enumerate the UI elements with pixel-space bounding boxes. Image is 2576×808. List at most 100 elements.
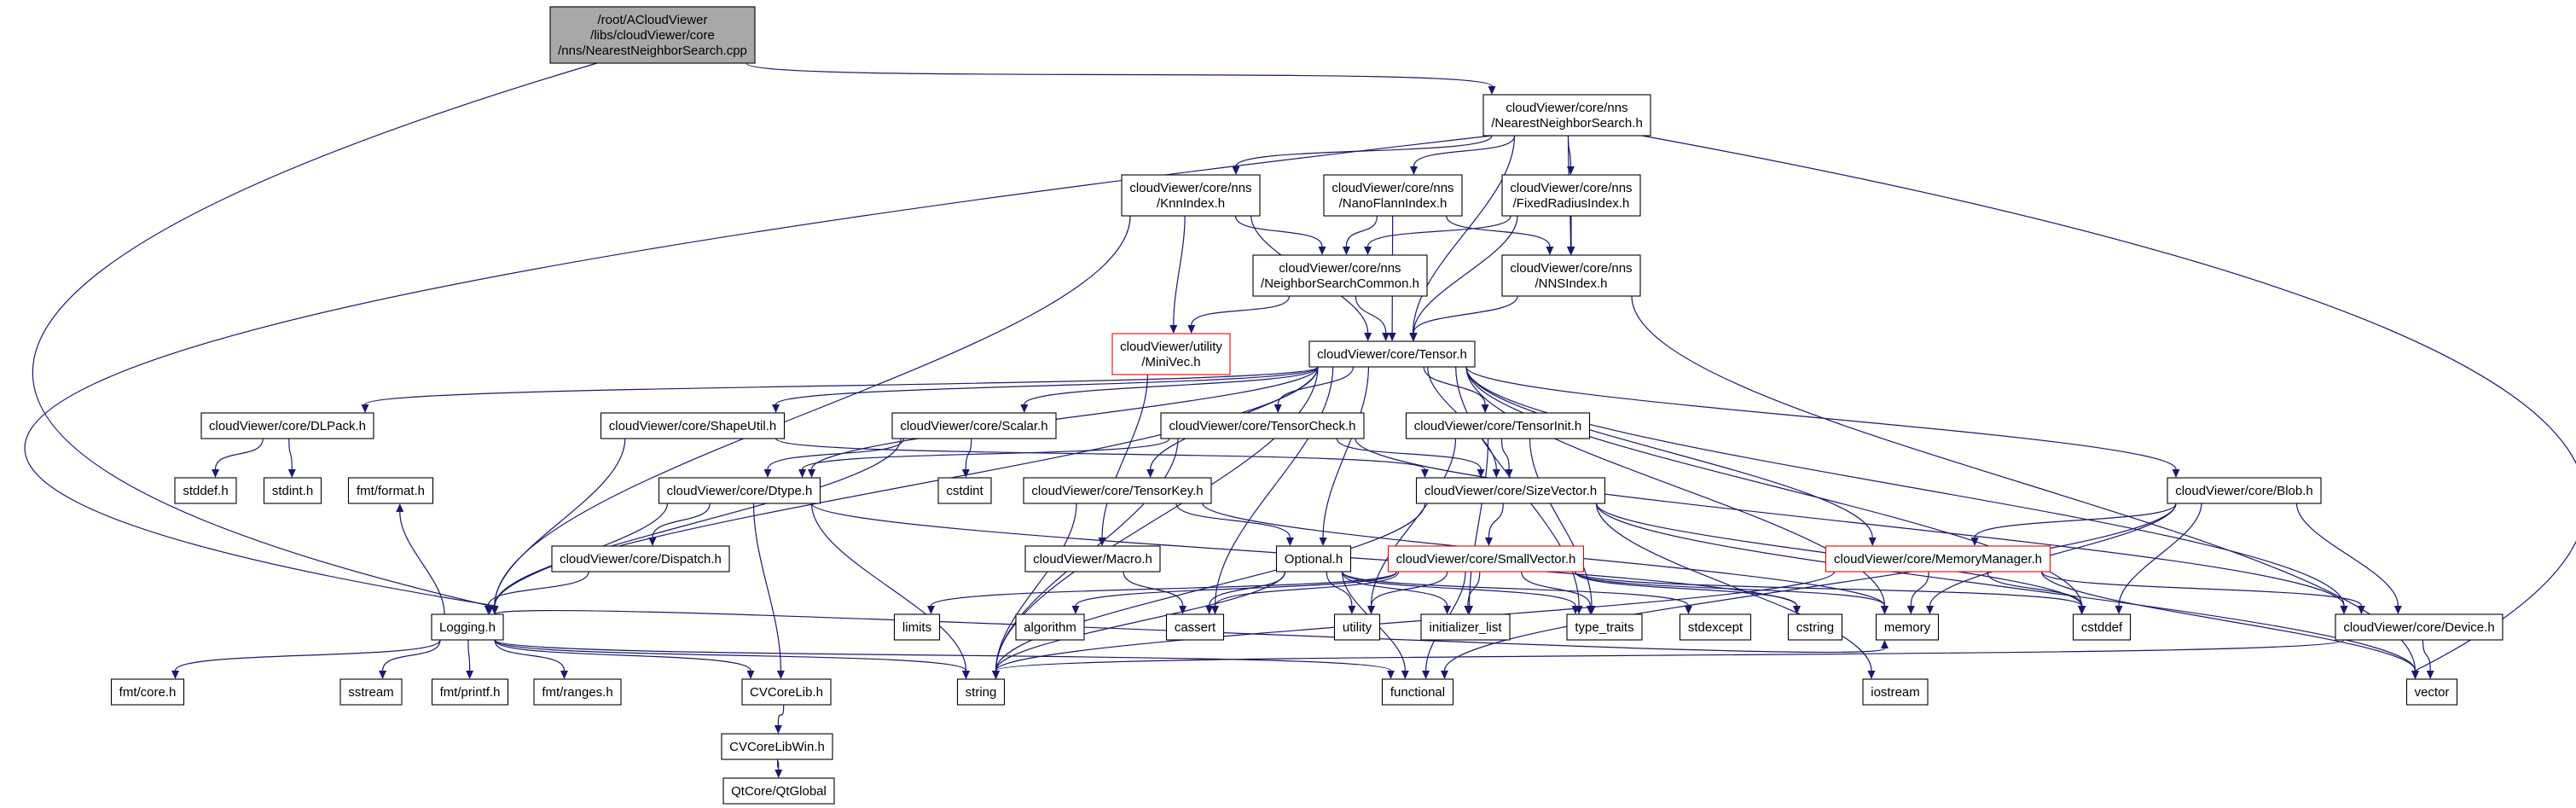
graph-node-stdexcept[interactable]: stdexcept <box>1679 613 1752 641</box>
node-box-nsc <box>1252 254 1428 297</box>
include-edge-nano--nsc <box>1345 215 1378 247</box>
include-edge-fixed--nsc <box>1366 215 1511 247</box>
graph-node-typetraits[interactable]: type_traits <box>1566 613 1643 641</box>
graph-node-fixed[interactable]: cloudViewer/core/nns/FixedRadiusIndex.h <box>1501 174 1641 217</box>
node-label-limits: limits <box>902 620 931 635</box>
node-label-smallvector: cloudViewer/core/SmallVector.h <box>1396 552 1576 567</box>
node-box-root <box>549 6 756 64</box>
edge-arrowhead <box>798 469 807 478</box>
graph-node-blob[interactable]: cloudViewer/core/Blob.h <box>2167 477 2322 504</box>
node-box-algorithm <box>1015 613 1085 641</box>
graph-node-vector[interactable]: vector <box>2405 678 2458 706</box>
include-edge-tensor--tensorinit <box>1423 366 1486 405</box>
include-edge-dlpack--stddef <box>214 438 264 470</box>
node-box-device <box>2335 613 2503 641</box>
graph-node-tensorkey[interactable]: cloudViewer/core/TensorKey.h <box>1023 477 1212 504</box>
edge-arrowhead <box>1020 404 1029 413</box>
graph-node-limits[interactable]: limits <box>893 613 941 641</box>
graph-node-fmtprintf[interactable]: fmt/printf.h <box>431 678 509 706</box>
node-box-tensorcheck <box>1160 412 1365 439</box>
include-edge-device--string <box>995 639 2345 671</box>
edge-arrowhead <box>1422 671 1430 679</box>
graph-node-cstddef[interactable]: cstddef <box>2072 613 2132 641</box>
graph-node-qtglobal[interactable]: QtCore/QtGlobal <box>722 777 835 805</box>
include-edge-tensor--scalar <box>1024 366 1319 405</box>
graph-node-tensorcheck[interactable]: cloudViewer/core/TensorCheck.h <box>1160 412 1365 439</box>
edge-arrowhead <box>1441 671 1448 679</box>
graph-node-dtype[interactable]: cloudViewer/core/Dtype.h <box>658 477 821 504</box>
graph-node-knn[interactable]: cloudViewer/core/nns/KnnIndex.h <box>1121 174 1261 217</box>
graph-node-initlist[interactable]: initializer_list <box>1420 613 1511 641</box>
graph-node-string[interactable]: string <box>956 678 1006 706</box>
graph-node-fmtcore[interactable]: fmt/core.h <box>110 678 185 706</box>
node-label-qtglobal: QtCore/QtGlobal <box>731 784 827 799</box>
graph-node-tensor[interactable]: cloudViewer/core/Tensor.h <box>1308 340 1476 368</box>
graph-node-memory[interactable]: memory <box>1875 613 1940 641</box>
include-edge-device--vector <box>2422 639 2431 671</box>
node-box-cstddef <box>2072 613 2132 641</box>
graph-node-cstring[interactable]: cstring <box>1787 613 1843 641</box>
graph-node-cvcorelibwin[interactable]: CVCoreLibWin.h <box>721 733 833 760</box>
graph-node-fmtformat[interactable]: fmt/format.h <box>347 477 434 504</box>
include-edge-memmgr--device <box>2040 571 2362 607</box>
node-box-fmtranges <box>533 678 622 706</box>
graph-node-cassert[interactable]: cassert <box>1165 613 1225 641</box>
node-box-tensorinit <box>1405 412 1591 439</box>
edge-arrowhead <box>1566 166 1575 175</box>
graph-node-sstream[interactable]: sstream <box>339 678 403 706</box>
graph-node-nnsidx[interactable]: cloudViewer/core/nns/NNSIndex.h <box>1501 254 1641 297</box>
graph-node-minivec[interactable]: cloudViewer/utility/MiniVec.h <box>1111 333 1231 375</box>
edge-arrowhead <box>1906 606 1915 614</box>
graph-node-iostream[interactable]: iostream <box>1862 678 1929 706</box>
node-label-tensorcheck: cloudViewer/core/TensorCheck.h <box>1169 419 1355 433</box>
edge-arrowhead <box>1505 469 1513 478</box>
node-label-blob: cloudViewer/core/Blob.h <box>2175 484 2312 498</box>
include-edge-shapeutil--sizevector <box>775 438 1426 470</box>
graph-node-tensorinit[interactable]: cloudViewer/core/TensorInit.h <box>1405 412 1591 439</box>
include-edge-smallvector--cassert <box>1214 571 1400 607</box>
graph-node-shapeutil[interactable]: cloudViewer/core/ShapeUtil.h <box>600 412 786 439</box>
include-edge-memmgr--memory <box>1910 571 1929 607</box>
include-edge-tensorinit--typetraits <box>1529 438 1593 607</box>
graph-node-dispatch[interactable]: cloudViewer/core/Dispatch.h <box>551 545 730 573</box>
edge-arrowhead <box>1382 333 1390 341</box>
graph-node-logging[interactable]: Logging.h <box>431 613 504 641</box>
include-edge-smallvector--memory <box>1574 571 1886 607</box>
graph-node-dlpack[interactable]: cloudViewer/core/DLPack.h <box>200 412 374 439</box>
graph-node-nsc[interactable]: cloudViewer/core/nns/NeighborSearchCommo… <box>1252 254 1428 297</box>
graph-node-cvcorelib[interactable]: CVCoreLib.h <box>741 678 832 706</box>
include-edge-logging--cvcorelib <box>494 639 751 671</box>
graph-node-stddef[interactable]: stddef.h <box>174 477 237 504</box>
graph-node-utility[interactable]: utility <box>1333 613 1381 641</box>
include-edge-sizevector--smallvector <box>1488 503 1504 538</box>
graph-node-sizevector[interactable]: cloudViewer/core/SizeVector.h <box>1415 477 1606 504</box>
include-edge-logging--fmtprintf <box>467 639 471 671</box>
graph-node-functional[interactable]: functional <box>1381 678 1454 706</box>
node-box-fmtcore <box>110 678 185 706</box>
include-edge-nnsidx--vector <box>1631 295 2416 671</box>
graph-node-memmgr[interactable]: cloudViewer/core/MemoryManager.h <box>1825 545 2051 573</box>
graph-node-device[interactable]: cloudViewer/core/Device.h <box>2335 613 2503 641</box>
node-label-stdint: stdint.h <box>272 484 313 498</box>
graph-node-optional[interactable]: Optional.h <box>1275 545 1352 573</box>
graph-node-nns_h[interactable]: cloudViewer/core/nns/NearestNeighborSear… <box>1482 94 1651 137</box>
graph-node-nano[interactable]: cloudViewer/core/nns/NanoFlannIndex.h <box>1323 174 1463 217</box>
graph-node-stdint[interactable]: stdint.h <box>263 477 322 504</box>
graph-node-fmtranges[interactable]: fmt/ranges.h <box>533 678 622 706</box>
graph-node-algorithm[interactable]: algorithm <box>1015 613 1085 641</box>
include-edge-tensorcheck--sizevector <box>1336 438 1482 470</box>
graph-node-macro[interactable]: cloudViewer/Macro.h <box>1024 545 1161 573</box>
node-label-nano: cloudViewer/core/nns/NanoFlannIndex.h <box>1332 181 1453 211</box>
include-edge-optional--stdexcept <box>1341 571 1690 607</box>
include-edge-optional--utility <box>1326 571 1353 607</box>
graph-node-smallvector[interactable]: cloudViewer/core/SmallVector.h <box>1387 545 1585 573</box>
graph-node-scalar[interactable]: cloudViewer/core/Scalar.h <box>891 412 1057 439</box>
edge-arrowhead <box>2115 606 2123 614</box>
include-edge-tensor--string <box>995 366 1319 671</box>
graph-node-cstdint[interactable]: cstdint <box>937 477 992 504</box>
edge-arrowhead <box>2172 469 2180 478</box>
node-label-fmtformat: fmt/format.h <box>357 484 425 498</box>
include-edge-tensorinit--initlist <box>1468 438 1489 607</box>
include-edge-tensorcheck--dtype <box>801 438 1170 470</box>
node-box-cvcorelib <box>741 678 832 706</box>
